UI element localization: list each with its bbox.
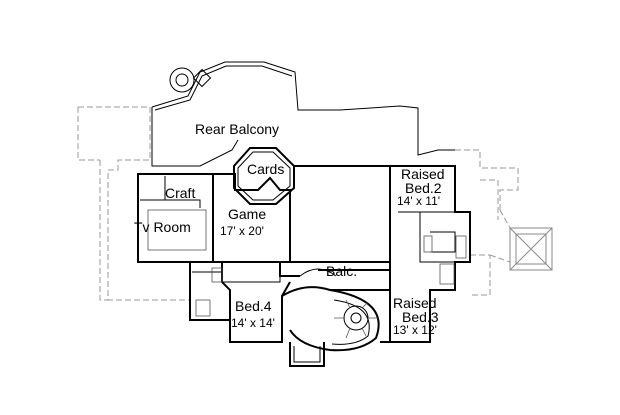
room-label-tv-room: Tv Room: [134, 219, 191, 235]
room-size-bed4: 14' x 14': [231, 316, 275, 330]
room-size-bed3: 13' x 12': [393, 323, 437, 337]
room-label-rear-balcony: Rear Balcony: [195, 121, 279, 137]
room-label-raised-bed2-line2: Bed.2: [405, 180, 442, 196]
spiral-stair-upper: [169, 67, 212, 93]
rear-balcony-outline: [151, 61, 455, 167]
room-label-craft: Craft: [165, 185, 195, 201]
ghost-outline-right: [455, 149, 519, 296]
room-label-bed4: Bed.4: [235, 298, 272, 314]
ghost-outline-left: [77, 106, 190, 301]
room-label-raised-bed3-line2: Bed.3: [402, 309, 439, 325]
room-size-game: 17' x 20': [220, 224, 264, 238]
room-size-bed2: 14' x 11': [397, 194, 440, 208]
main-walls: [137, 147, 471, 367]
room-label-raised-bed3-line1: Raised: [393, 295, 437, 311]
room-label-balc: Balc.: [326, 263, 357, 279]
room-label-raised-bed2-line1: Raised: [401, 166, 445, 182]
roof-gazebo-right: [489, 209, 553, 271]
room-label-cards: Cards: [247, 161, 284, 177]
room-label-game: Game: [228, 206, 266, 222]
